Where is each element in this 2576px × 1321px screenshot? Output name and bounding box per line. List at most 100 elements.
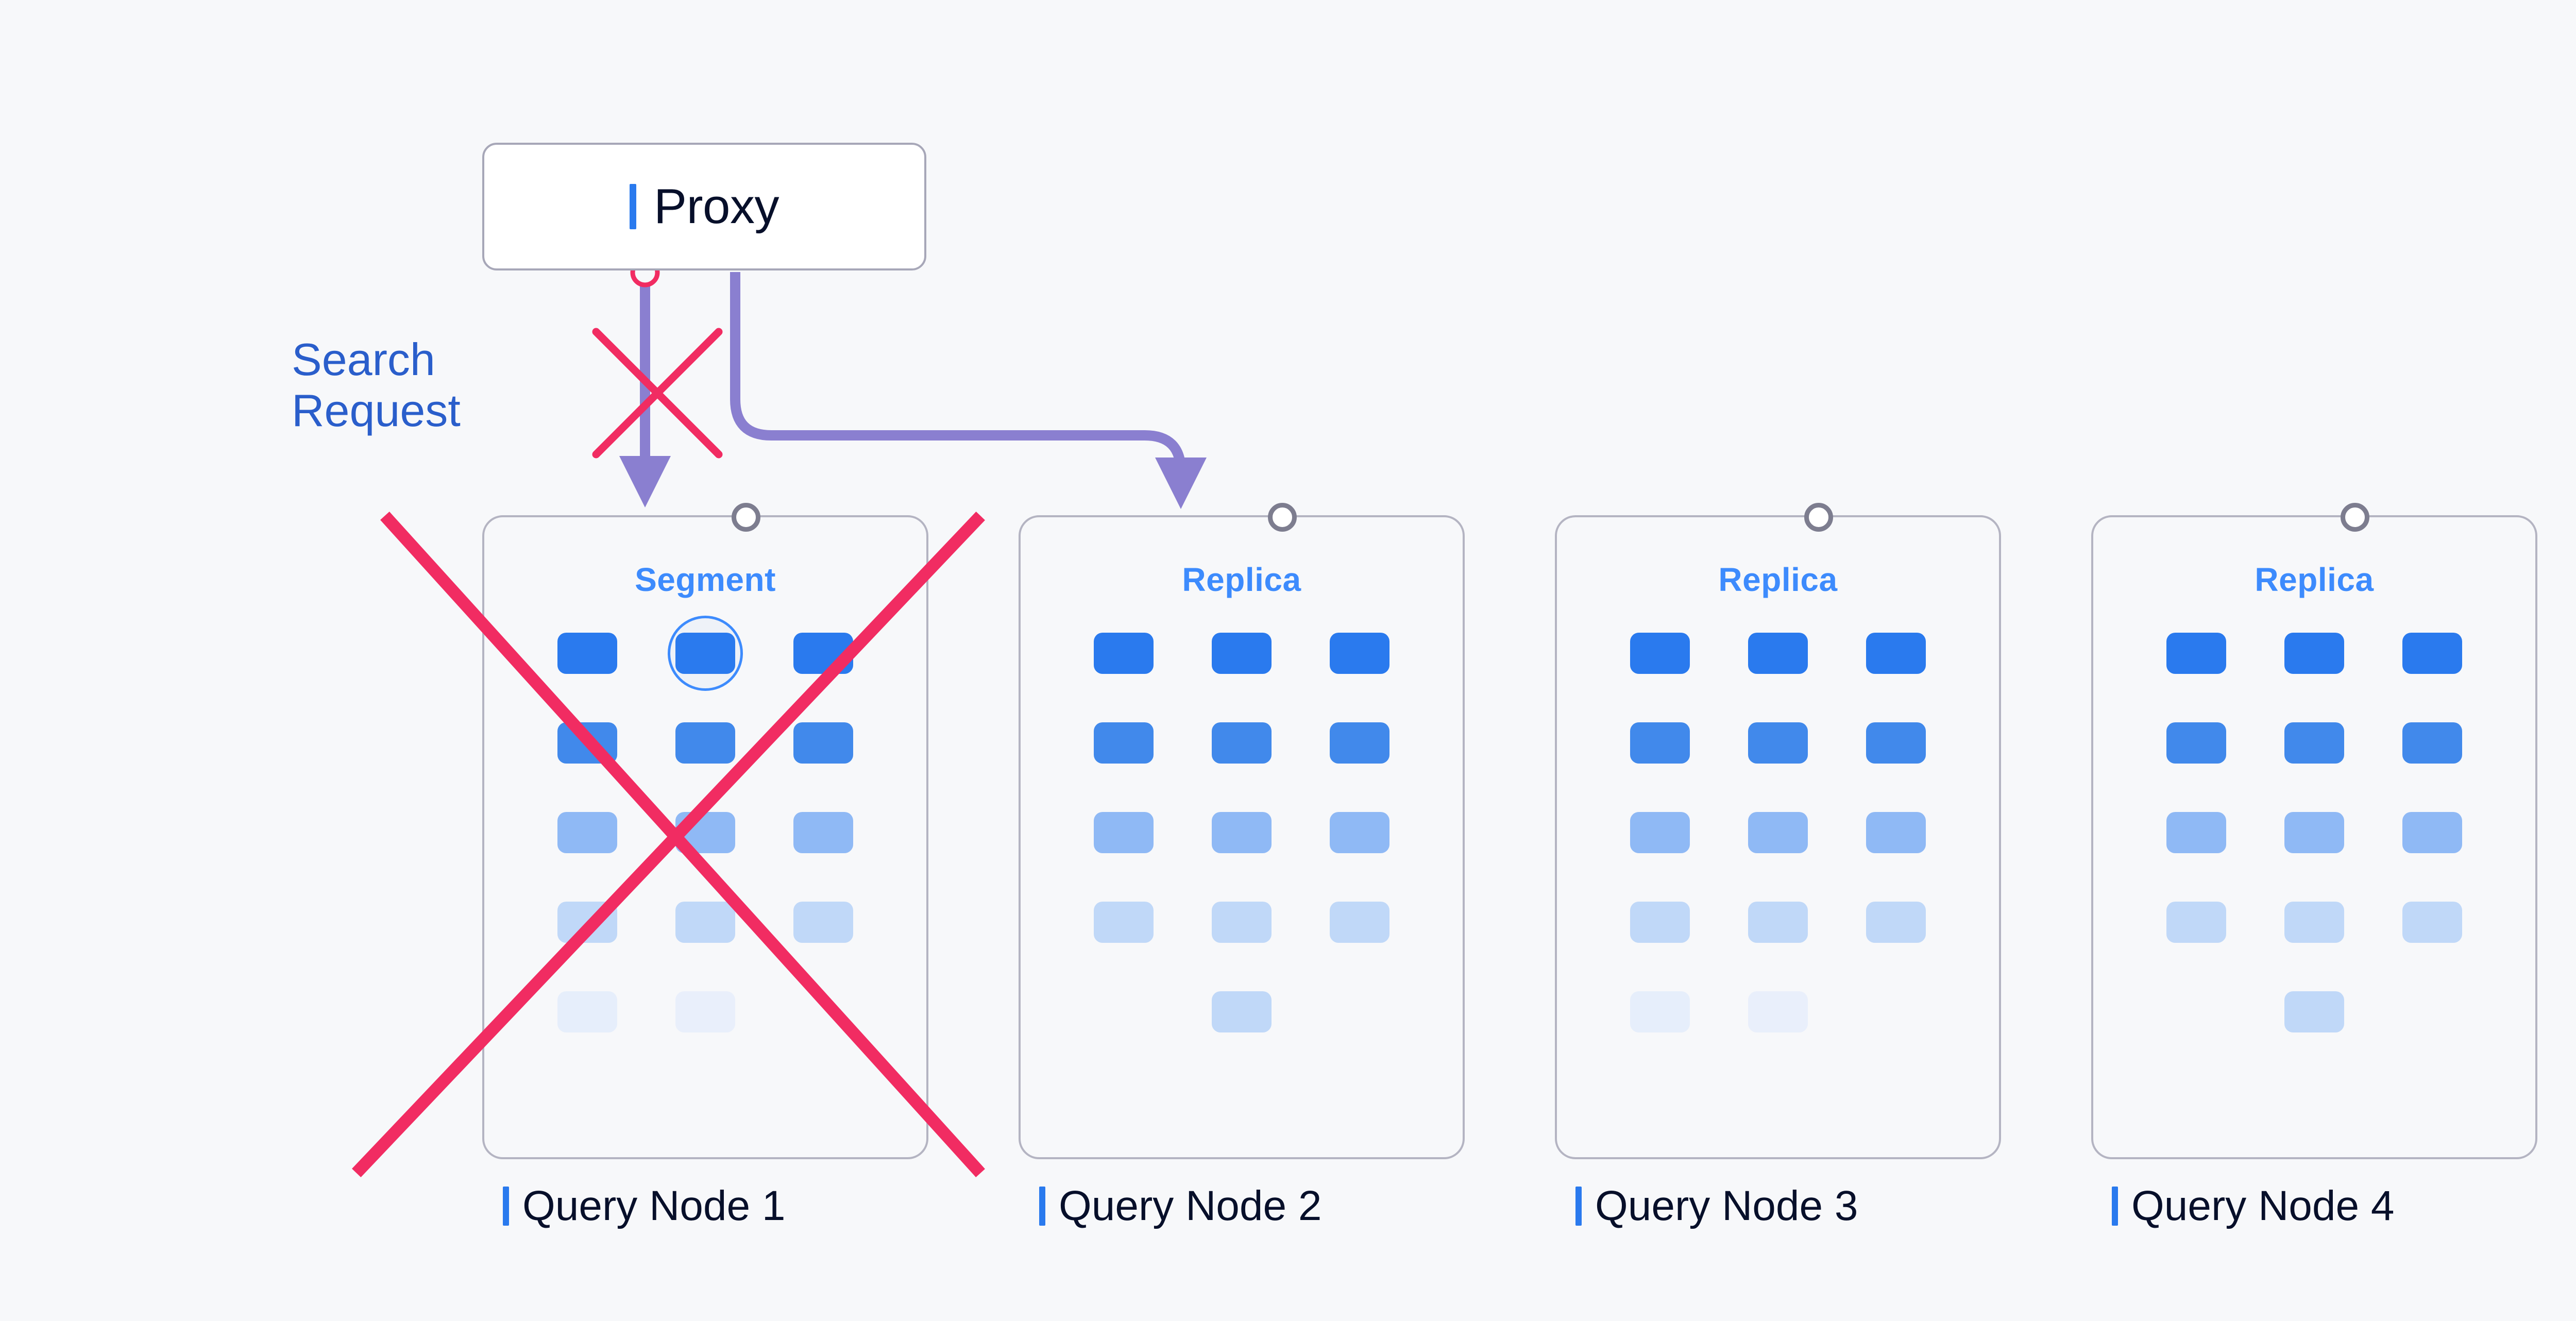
- segment-cell[interactable]: [2166, 722, 2227, 764]
- segment-cell-empty: [793, 991, 853, 1032]
- segment-cell[interactable]: [675, 812, 735, 853]
- node-connector-dot: [1268, 503, 1297, 532]
- segment-cell[interactable]: [793, 633, 853, 674]
- query-node-card-4[interactable]: Replica: [2091, 503, 2537, 1159]
- segment-cell[interactable]: [2166, 633, 2227, 674]
- segment-cell[interactable]: [2166, 902, 2227, 943]
- node-connector-dot: [732, 503, 760, 532]
- segment-cell[interactable]: [2402, 722, 2462, 764]
- arrow-to-node-2: [730, 272, 1207, 509]
- segment-cell-slot: [1748, 722, 1808, 764]
- segment-cell[interactable]: [2284, 633, 2344, 674]
- segment-cell[interactable]: [1866, 722, 1926, 764]
- segment-cell-slot: [1866, 722, 1926, 764]
- segment-cell[interactable]: [793, 812, 853, 853]
- segment-cell-empty: [1330, 991, 1389, 1032]
- segment-cell-slot: [1329, 812, 1389, 853]
- segment-cell[interactable]: [2402, 902, 2462, 943]
- segment-cell-grid: [1021, 633, 1463, 1081]
- segment-cell-grid: [1557, 633, 1999, 1081]
- segment-cell[interactable]: [1630, 722, 1690, 764]
- segment-cell[interactable]: [1748, 812, 1808, 853]
- query-node-name: Query Node 1: [522, 1182, 786, 1229]
- query-node-card-1[interactable]: Segment: [482, 503, 928, 1159]
- segment-cell[interactable]: [557, 902, 618, 943]
- query-node-name: Query Node 4: [2131, 1182, 2395, 1229]
- segment-cell-slot: [793, 633, 853, 674]
- node-role-label: Replica: [1182, 561, 1301, 598]
- segment-cell[interactable]: [1329, 902, 1389, 943]
- segment-cell[interactable]: [2284, 812, 2344, 853]
- segment-cell-slot: [1630, 902, 1690, 943]
- segment-cell-slot: [557, 991, 618, 1032]
- segment-cell[interactable]: [1329, 812, 1389, 853]
- segment-cell[interactable]: [1211, 991, 1272, 1032]
- segment-cell[interactable]: [1211, 633, 1272, 674]
- query-node-card-2[interactable]: Replica: [1019, 503, 1465, 1159]
- segment-cell-slot: [675, 991, 735, 1032]
- query-node-name: Query Node 3: [1595, 1182, 1858, 1229]
- segment-cell[interactable]: [1630, 633, 1690, 674]
- accent-bar-icon: [503, 1187, 509, 1226]
- segment-cell[interactable]: [1630, 902, 1690, 943]
- proxy-card[interactable]: Proxy: [482, 143, 926, 270]
- segment-cell[interactable]: [557, 722, 618, 764]
- query-node-card-3[interactable]: Replica: [1555, 503, 2001, 1159]
- segment-cell[interactable]: [2284, 991, 2344, 1032]
- query-node-label-1: Query Node 1: [503, 1185, 786, 1227]
- segment-cell-empty: [1866, 991, 1926, 1032]
- segment-cell[interactable]: [793, 902, 853, 943]
- segment-cell[interactable]: [793, 722, 853, 764]
- segment-cell[interactable]: [2284, 722, 2344, 764]
- segment-cell-slot: [1094, 902, 1154, 943]
- segment-cell[interactable]: [1748, 991, 1808, 1032]
- segment-cell[interactable]: [557, 991, 618, 1032]
- segment-cell[interactable]: [1211, 722, 1272, 764]
- segment-cell[interactable]: [1211, 902, 1272, 943]
- segment-cell-slot: [1748, 633, 1808, 674]
- segment-cell[interactable]: [1866, 812, 1926, 853]
- node-connector-dot: [2341, 503, 2369, 532]
- segment-cell[interactable]: [2402, 812, 2462, 853]
- segment-cell[interactable]: [2284, 902, 2344, 943]
- segment-cell-slot: [2166, 722, 2227, 764]
- segment-cell[interactable]: [1866, 902, 1926, 943]
- segment-cell[interactable]: [2402, 633, 2462, 674]
- segment-cell-empty: [2166, 991, 2226, 1032]
- segment-cell-empty: [2402, 991, 2462, 1032]
- proxy-label: Proxy: [654, 179, 779, 234]
- segment-cell[interactable]: [675, 633, 735, 674]
- segment-cell[interactable]: [1630, 991, 1690, 1032]
- segment-cell[interactable]: [1748, 902, 1808, 943]
- segment-cell[interactable]: [1094, 722, 1154, 764]
- segment-cell-slot: [1866, 902, 1926, 943]
- segment-cell[interactable]: [1329, 633, 1389, 674]
- segment-cell[interactable]: [1211, 812, 1272, 853]
- segment-cell[interactable]: [1094, 812, 1154, 853]
- query-node-label-4: Query Node 4: [2112, 1185, 2395, 1227]
- segment-cell[interactable]: [2166, 812, 2227, 853]
- segment-cell-slot: [557, 812, 618, 853]
- node-connector-dot: [1804, 503, 1833, 532]
- segment-cell[interactable]: [1748, 722, 1808, 764]
- segment-cell-slot: [1329, 722, 1389, 764]
- segment-cell-slot: [793, 902, 853, 943]
- segment-cell[interactable]: [1866, 633, 1926, 674]
- segment-cell-slot: [675, 812, 735, 853]
- segment-cell-slot: [1630, 812, 1690, 853]
- segment-cell[interactable]: [557, 633, 618, 674]
- query-node-name: Query Node 2: [1059, 1182, 1322, 1229]
- segment-cell[interactable]: [1748, 633, 1808, 674]
- segment-cell[interactable]: [675, 991, 735, 1032]
- accent-bar-icon: [2112, 1187, 2118, 1226]
- segment-cell-slot: [557, 722, 618, 764]
- segment-cell[interactable]: [1094, 902, 1154, 943]
- segment-cell-slot: [1094, 722, 1154, 764]
- segment-cell[interactable]: [1630, 812, 1690, 853]
- segment-cell[interactable]: [675, 722, 735, 764]
- segment-cell[interactable]: [1094, 633, 1154, 674]
- segment-cell[interactable]: [1329, 722, 1389, 764]
- blocked-route-cross: [592, 328, 723, 459]
- segment-cell[interactable]: [675, 902, 735, 943]
- segment-cell[interactable]: [557, 812, 618, 853]
